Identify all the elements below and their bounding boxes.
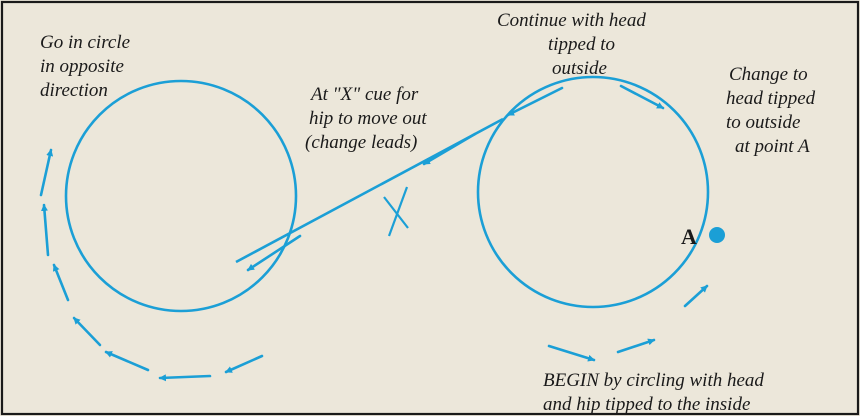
arrow-left-outer-1 bbox=[39, 148, 54, 197]
direction-arrows bbox=[39, 84, 709, 382]
label-begin: BEGIN by circling with head and hip tipp… bbox=[543, 370, 769, 415]
arrow-left-outer-6 bbox=[158, 374, 212, 382]
arrow-left-outer-7 bbox=[224, 354, 264, 374]
point-a-label: A bbox=[681, 224, 697, 249]
arrow-diagonal-upper bbox=[422, 132, 477, 166]
label-x-cue: At "X" cue for hip to move out (change l… bbox=[305, 84, 431, 153]
arrow-top-right-circle bbox=[506, 86, 564, 117]
arrow-left-outer-5 bbox=[104, 350, 150, 372]
arrow-begin-bottom bbox=[547, 344, 596, 362]
arrow-begin-bottom-right bbox=[616, 338, 656, 354]
label-opposite-direction: Go in circle in opposite direction bbox=[40, 32, 135, 101]
right-circle-path bbox=[476, 75, 710, 309]
point-a-dot bbox=[709, 227, 725, 243]
arrow-top-right-outer bbox=[619, 84, 665, 110]
label-continue-head-outside: Continue with head tipped to outside bbox=[497, 10, 651, 79]
arrow-diagonal-lower bbox=[246, 234, 302, 272]
arrow-left-outer-3 bbox=[52, 263, 70, 302]
x-cue-mark bbox=[383, 186, 409, 237]
left-circle-path bbox=[64, 79, 298, 313]
arrow-left-outer-4 bbox=[72, 316, 102, 347]
arrow-left-outer-2 bbox=[40, 203, 50, 257]
arrow-begin-right bbox=[683, 284, 709, 308]
label-change-head: Change to head tipped to outside at poin… bbox=[726, 64, 820, 157]
